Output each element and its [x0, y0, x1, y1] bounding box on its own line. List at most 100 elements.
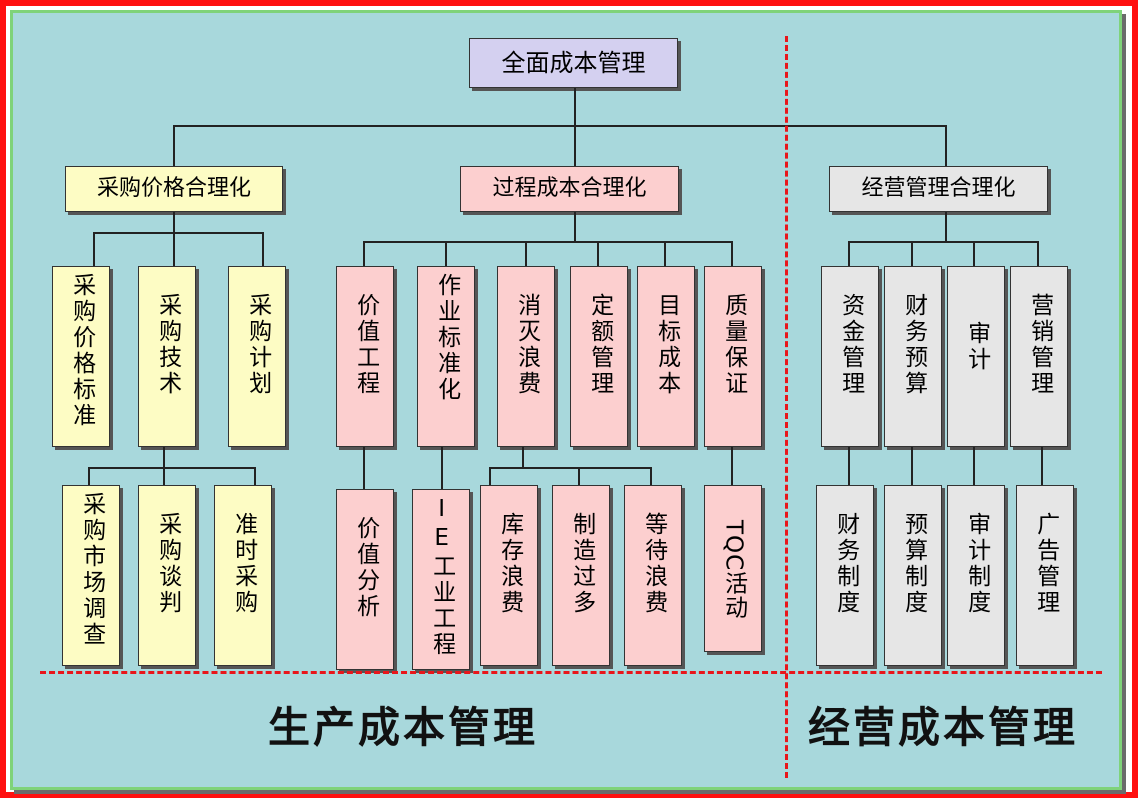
- connector: [597, 241, 599, 267]
- node-advertising-management: 广告管理: [1016, 485, 1074, 666]
- node-label: 营销管理: [1026, 293, 1053, 397]
- node-inventory-waste: 库存浪费: [480, 485, 538, 666]
- node-label: 库存浪费: [496, 512, 523, 616]
- node-tqc-activity: TQC活动: [704, 485, 762, 652]
- node-label: 制造过多: [568, 512, 595, 616]
- section-divider-vertical: [785, 36, 788, 778]
- connector: [522, 447, 524, 468]
- node-work-standardization: 作业标准化: [417, 266, 475, 447]
- node-purchase-technique: 采购技术: [138, 266, 196, 447]
- node-industrial-engineering: IE工业工程: [412, 489, 470, 670]
- connector: [1041, 447, 1043, 487]
- connector: [731, 447, 733, 487]
- node-label: 财务预算: [900, 293, 927, 397]
- node-label: 资金管理: [837, 293, 864, 397]
- connector: [911, 241, 913, 267]
- node-label: TQC活动: [720, 520, 747, 620]
- root-node: 全面成本管理: [469, 38, 678, 88]
- node-purchase-price: 采购价格合理化: [65, 166, 283, 212]
- node-market-survey: 采购市场调查: [62, 485, 120, 666]
- connector: [163, 467, 165, 487]
- node-label: 广告管理: [1032, 512, 1059, 616]
- node-label: 审计: [963, 321, 990, 373]
- connector: [525, 241, 527, 267]
- node-label: 采购市场调查: [78, 492, 105, 648]
- connector: [489, 467, 651, 469]
- node-audit-system: 审计制度: [947, 485, 1005, 666]
- node-label: 采购价格标准: [68, 273, 95, 429]
- connector: [441, 447, 443, 490]
- connector: [945, 212, 947, 242]
- node-label: 预算制度: [900, 512, 927, 616]
- connector: [173, 232, 175, 267]
- connector: [363, 447, 365, 490]
- node-budget-system: 预算制度: [884, 485, 942, 666]
- section-divider-horizontal: [40, 671, 1102, 674]
- node-value-analysis: 价值分析: [336, 489, 394, 670]
- connector: [650, 467, 652, 487]
- connector: [163, 447, 165, 468]
- node-waiting-waste: 等待浪费: [624, 485, 682, 666]
- node-label: 质量保证: [720, 293, 747, 397]
- node-purchase-plan: 采购计划: [228, 266, 286, 447]
- node-audit: 审计: [947, 266, 1005, 447]
- connector: [848, 241, 1038, 243]
- connector: [911, 447, 913, 487]
- connector: [489, 467, 491, 487]
- node-financial-system: 财务制度: [816, 485, 874, 666]
- connector: [173, 212, 175, 233]
- connector: [574, 125, 576, 167]
- node-label: 等待浪费: [640, 512, 667, 616]
- connector: [93, 232, 95, 267]
- connector: [731, 241, 733, 267]
- connector: [574, 88, 576, 126]
- node-label: IE工业工程: [428, 496, 455, 658]
- node-label: 采购计划: [244, 293, 271, 397]
- connector: [848, 241, 850, 267]
- connector: [664, 241, 666, 267]
- node-operation-management: 经营管理合理化: [829, 166, 1048, 212]
- connector: [945, 125, 947, 167]
- connector: [445, 241, 447, 267]
- connector: [973, 447, 975, 487]
- node-jit-purchase: 准时采购: [214, 485, 272, 666]
- connector: [363, 241, 733, 243]
- connector: [973, 241, 975, 267]
- connector: [88, 467, 255, 469]
- label-production-cost-management: 生产成本管理: [268, 703, 539, 752]
- connector: [262, 232, 264, 267]
- node-label: 定额管理: [586, 293, 613, 397]
- node-label: 价值工程: [352, 293, 379, 397]
- node-overproduction: 制造过多: [552, 485, 610, 666]
- connector: [88, 467, 90, 487]
- connector: [848, 447, 850, 487]
- node-target-cost: 目标成本: [637, 266, 695, 447]
- connector: [363, 241, 365, 267]
- node-label: 财务制度: [832, 512, 859, 616]
- node-purchase-negotiation: 采购谈判: [138, 485, 196, 666]
- node-process-cost: 过程成本合理化: [460, 166, 679, 212]
- node-label: 准时采购: [230, 512, 257, 616]
- node-financial-budget: 财务预算: [884, 266, 942, 447]
- node-label: 审计制度: [963, 512, 990, 616]
- node-label: 作业标准化: [433, 273, 460, 403]
- node-quality-assurance: 质量保证: [704, 266, 762, 447]
- connector: [93, 232, 264, 234]
- label-operation-cost-management: 经营成本管理: [808, 703, 1079, 752]
- node-label: 采购技术: [154, 293, 181, 397]
- node-purchase-price-standard: 采购价格标准: [52, 266, 110, 447]
- node-quota-management: 定额管理: [570, 266, 628, 447]
- connector: [173, 125, 946, 127]
- node-marketing-management: 营销管理: [1010, 266, 1068, 447]
- connector: [578, 467, 580, 487]
- node-label: 消灭浪费: [513, 293, 540, 397]
- node-label: 价值分析: [352, 516, 379, 620]
- connector: [173, 125, 175, 167]
- node-fund-management: 资金管理: [821, 266, 879, 447]
- connector: [1037, 241, 1039, 267]
- connector: [574, 212, 576, 242]
- connector: [254, 467, 256, 487]
- node-label: 采购谈判: [154, 512, 181, 616]
- node-eliminate-waste: 消灭浪费: [497, 266, 555, 447]
- node-value-engineering: 价值工程: [336, 266, 394, 447]
